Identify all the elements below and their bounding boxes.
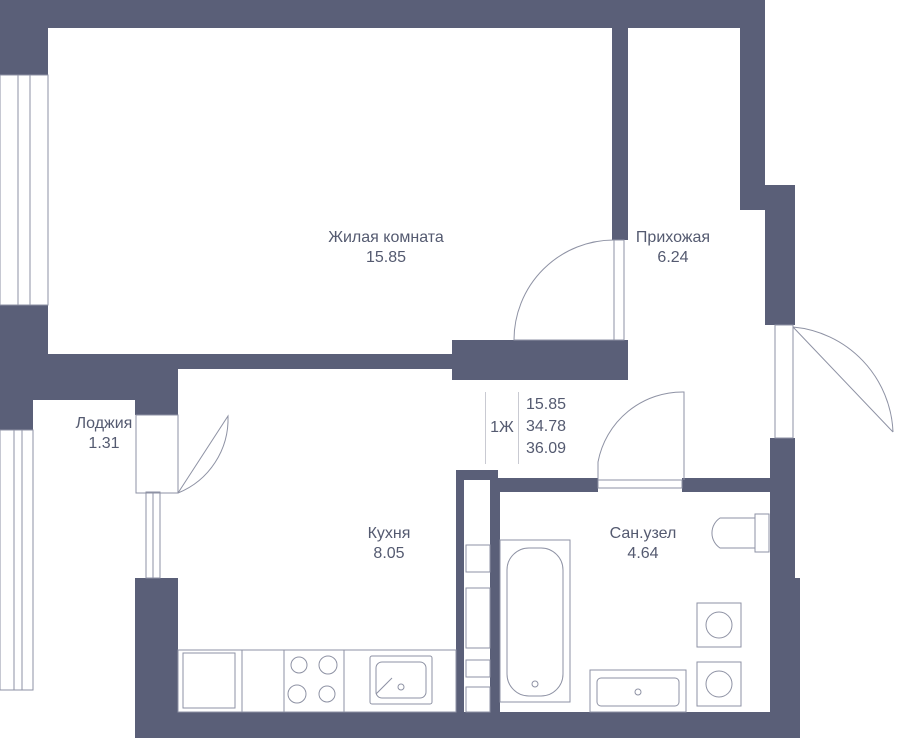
room-name: Кухня xyxy=(367,525,411,542)
total-with-loggia: 36.09 xyxy=(525,440,567,457)
area-summary: 1Ж 15.85 34.78 36.09 xyxy=(485,392,577,464)
windows xyxy=(0,74,161,691)
room-label-living: Жилая комната 15.85 xyxy=(300,228,472,268)
room-area: 1.31 xyxy=(88,435,120,452)
room-name: Сан.узел xyxy=(609,525,677,542)
room-label-bath: Сан.узел 4.64 xyxy=(590,524,696,564)
living-area: 15.85 xyxy=(525,396,567,413)
doors xyxy=(135,239,894,494)
room-area: 8.05 xyxy=(373,545,405,562)
room-name: Лоджия xyxy=(75,415,133,432)
room-name: Жилая комната xyxy=(328,229,444,246)
room-label-kitchen: Кухня 8.05 xyxy=(348,524,430,564)
fixtures xyxy=(177,513,770,713)
apartment-type: 1Ж xyxy=(485,392,519,464)
room-area: 4.64 xyxy=(627,545,659,562)
room-name: Прихожая xyxy=(635,229,711,246)
total-area: 34.78 xyxy=(525,418,567,435)
room-label-hall: Прихожая 6.24 xyxy=(618,228,728,268)
walls xyxy=(0,0,800,738)
room-area: 15.85 xyxy=(365,249,407,266)
room-area: 6.24 xyxy=(657,249,689,266)
area-values: 15.85 34.78 36.09 xyxy=(519,394,573,460)
room-label-loggia: Лоджия 1.31 xyxy=(58,414,150,454)
